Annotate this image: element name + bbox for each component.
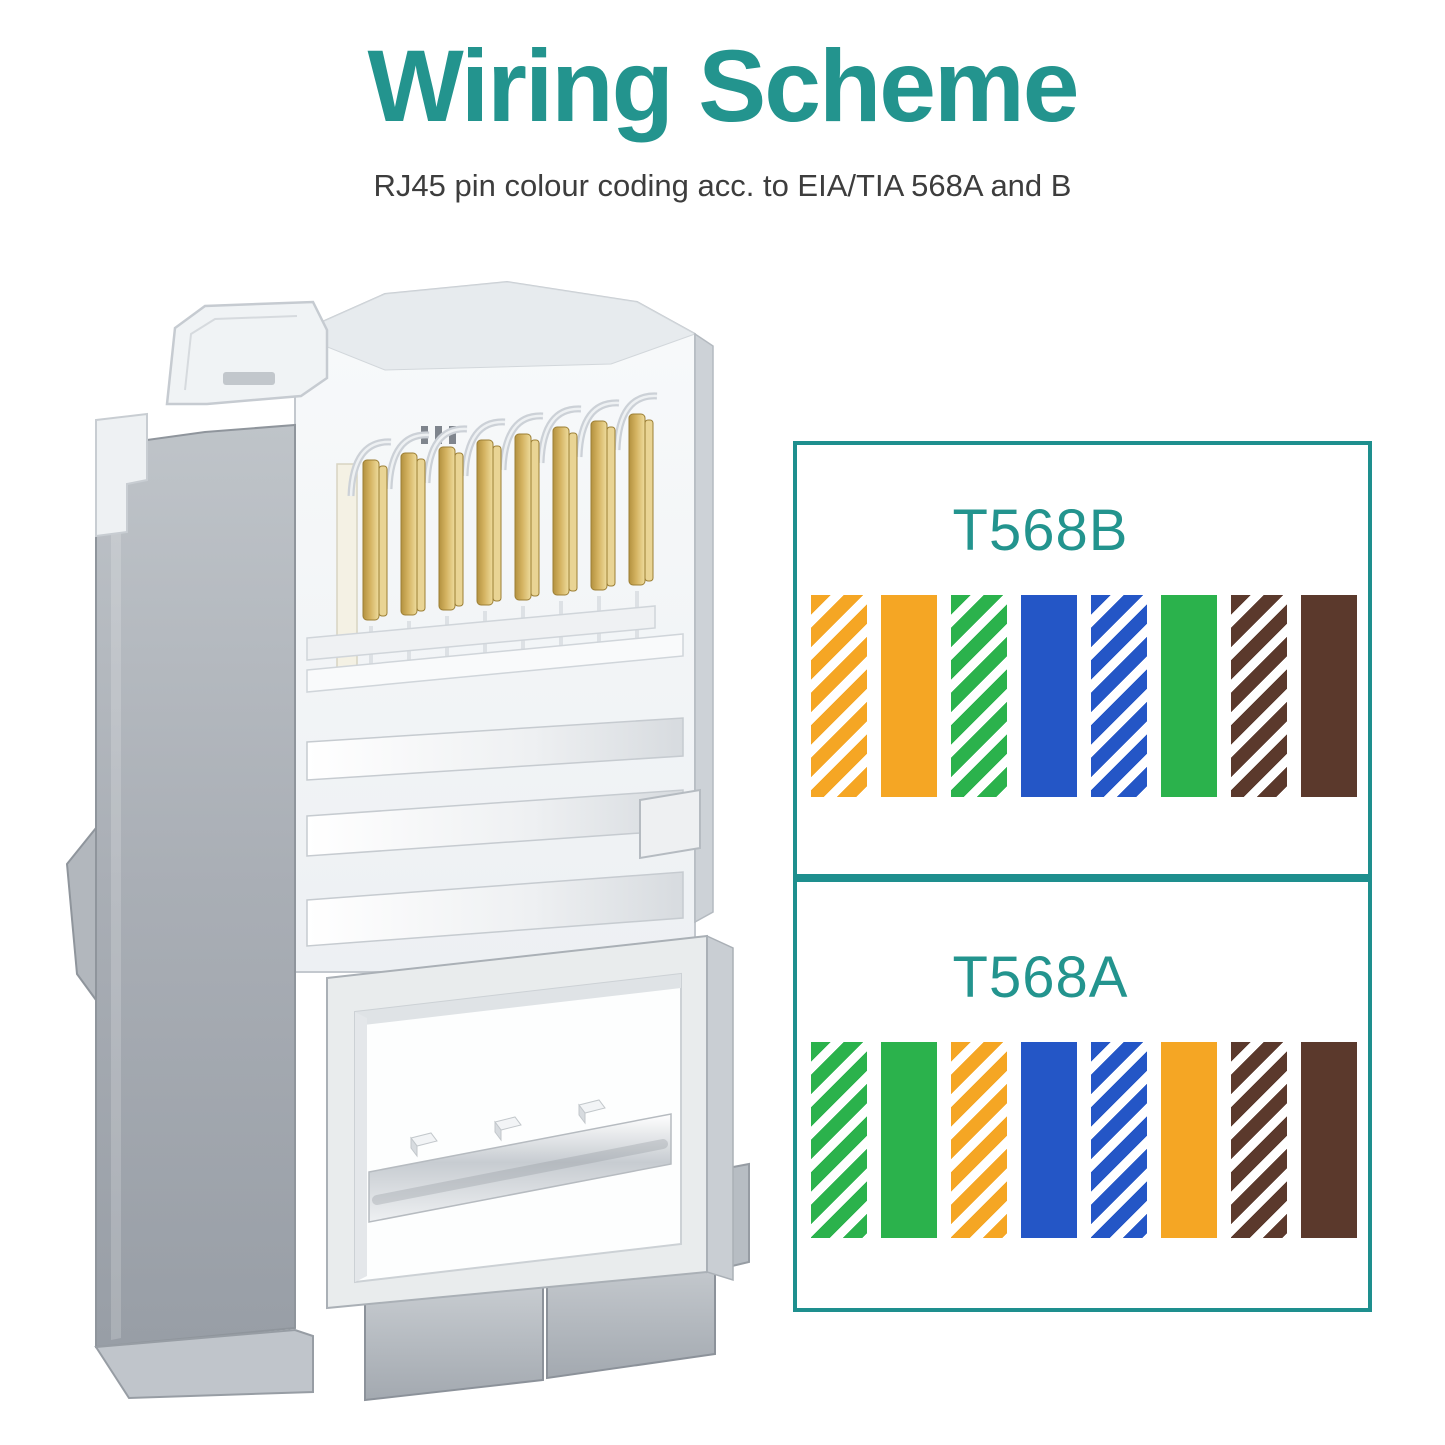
page-subtitle: RJ45 pin colour coding acc. to EIA/TIA 5… — [373, 168, 1072, 203]
cable-entry-box — [326, 934, 734, 1310]
page-title: Wiring Scheme — [367, 29, 1080, 143]
ladder-shelves — [306, 605, 701, 947]
wire-pin2-orange — [881, 595, 937, 797]
wire-pin6-orange — [1161, 1042, 1217, 1238]
t568a-title: T568A — [952, 945, 1129, 1010]
wire-pin8-brown — [1301, 595, 1357, 797]
wire-pin6-green — [1161, 595, 1217, 797]
wire-pin8-brown — [1301, 1042, 1357, 1238]
gold-pins — [362, 413, 654, 621]
t568b-box: T568B — [793, 441, 1372, 878]
wire-pin7-white-brown — [1231, 595, 1287, 797]
cable-stop-tabs — [410, 1099, 606, 1158]
wire-pin5-white-blue — [1091, 1042, 1147, 1238]
latch-clip — [165, 300, 329, 406]
shield-foot — [94, 1328, 314, 1400]
t568b-title: T568B — [952, 498, 1129, 563]
shield-wing-tab — [65, 825, 97, 1004]
t568a-wire-bars — [811, 1042, 1357, 1238]
t568a-box: T568A — [793, 878, 1372, 1312]
wire-pin4-blue — [1021, 595, 1077, 797]
wire-pin5-white-blue — [1091, 595, 1147, 797]
wire-pin2-green — [881, 1042, 937, 1238]
wire-pin1-white-orange — [811, 595, 867, 797]
rj45-connector-illustration — [65, 280, 750, 1402]
wire-pin7-white-brown — [1231, 1042, 1287, 1238]
t568b-wire-bars — [811, 595, 1357, 797]
wire-pin3-white-green — [951, 595, 1007, 797]
shield-panel — [95, 412, 296, 1349]
wire-pin4-blue — [1021, 1042, 1077, 1238]
wire-pin1-white-green — [811, 1042, 867, 1238]
wire-guide-comb — [347, 392, 658, 497]
wire-pin3-white-orange — [951, 1042, 1007, 1238]
